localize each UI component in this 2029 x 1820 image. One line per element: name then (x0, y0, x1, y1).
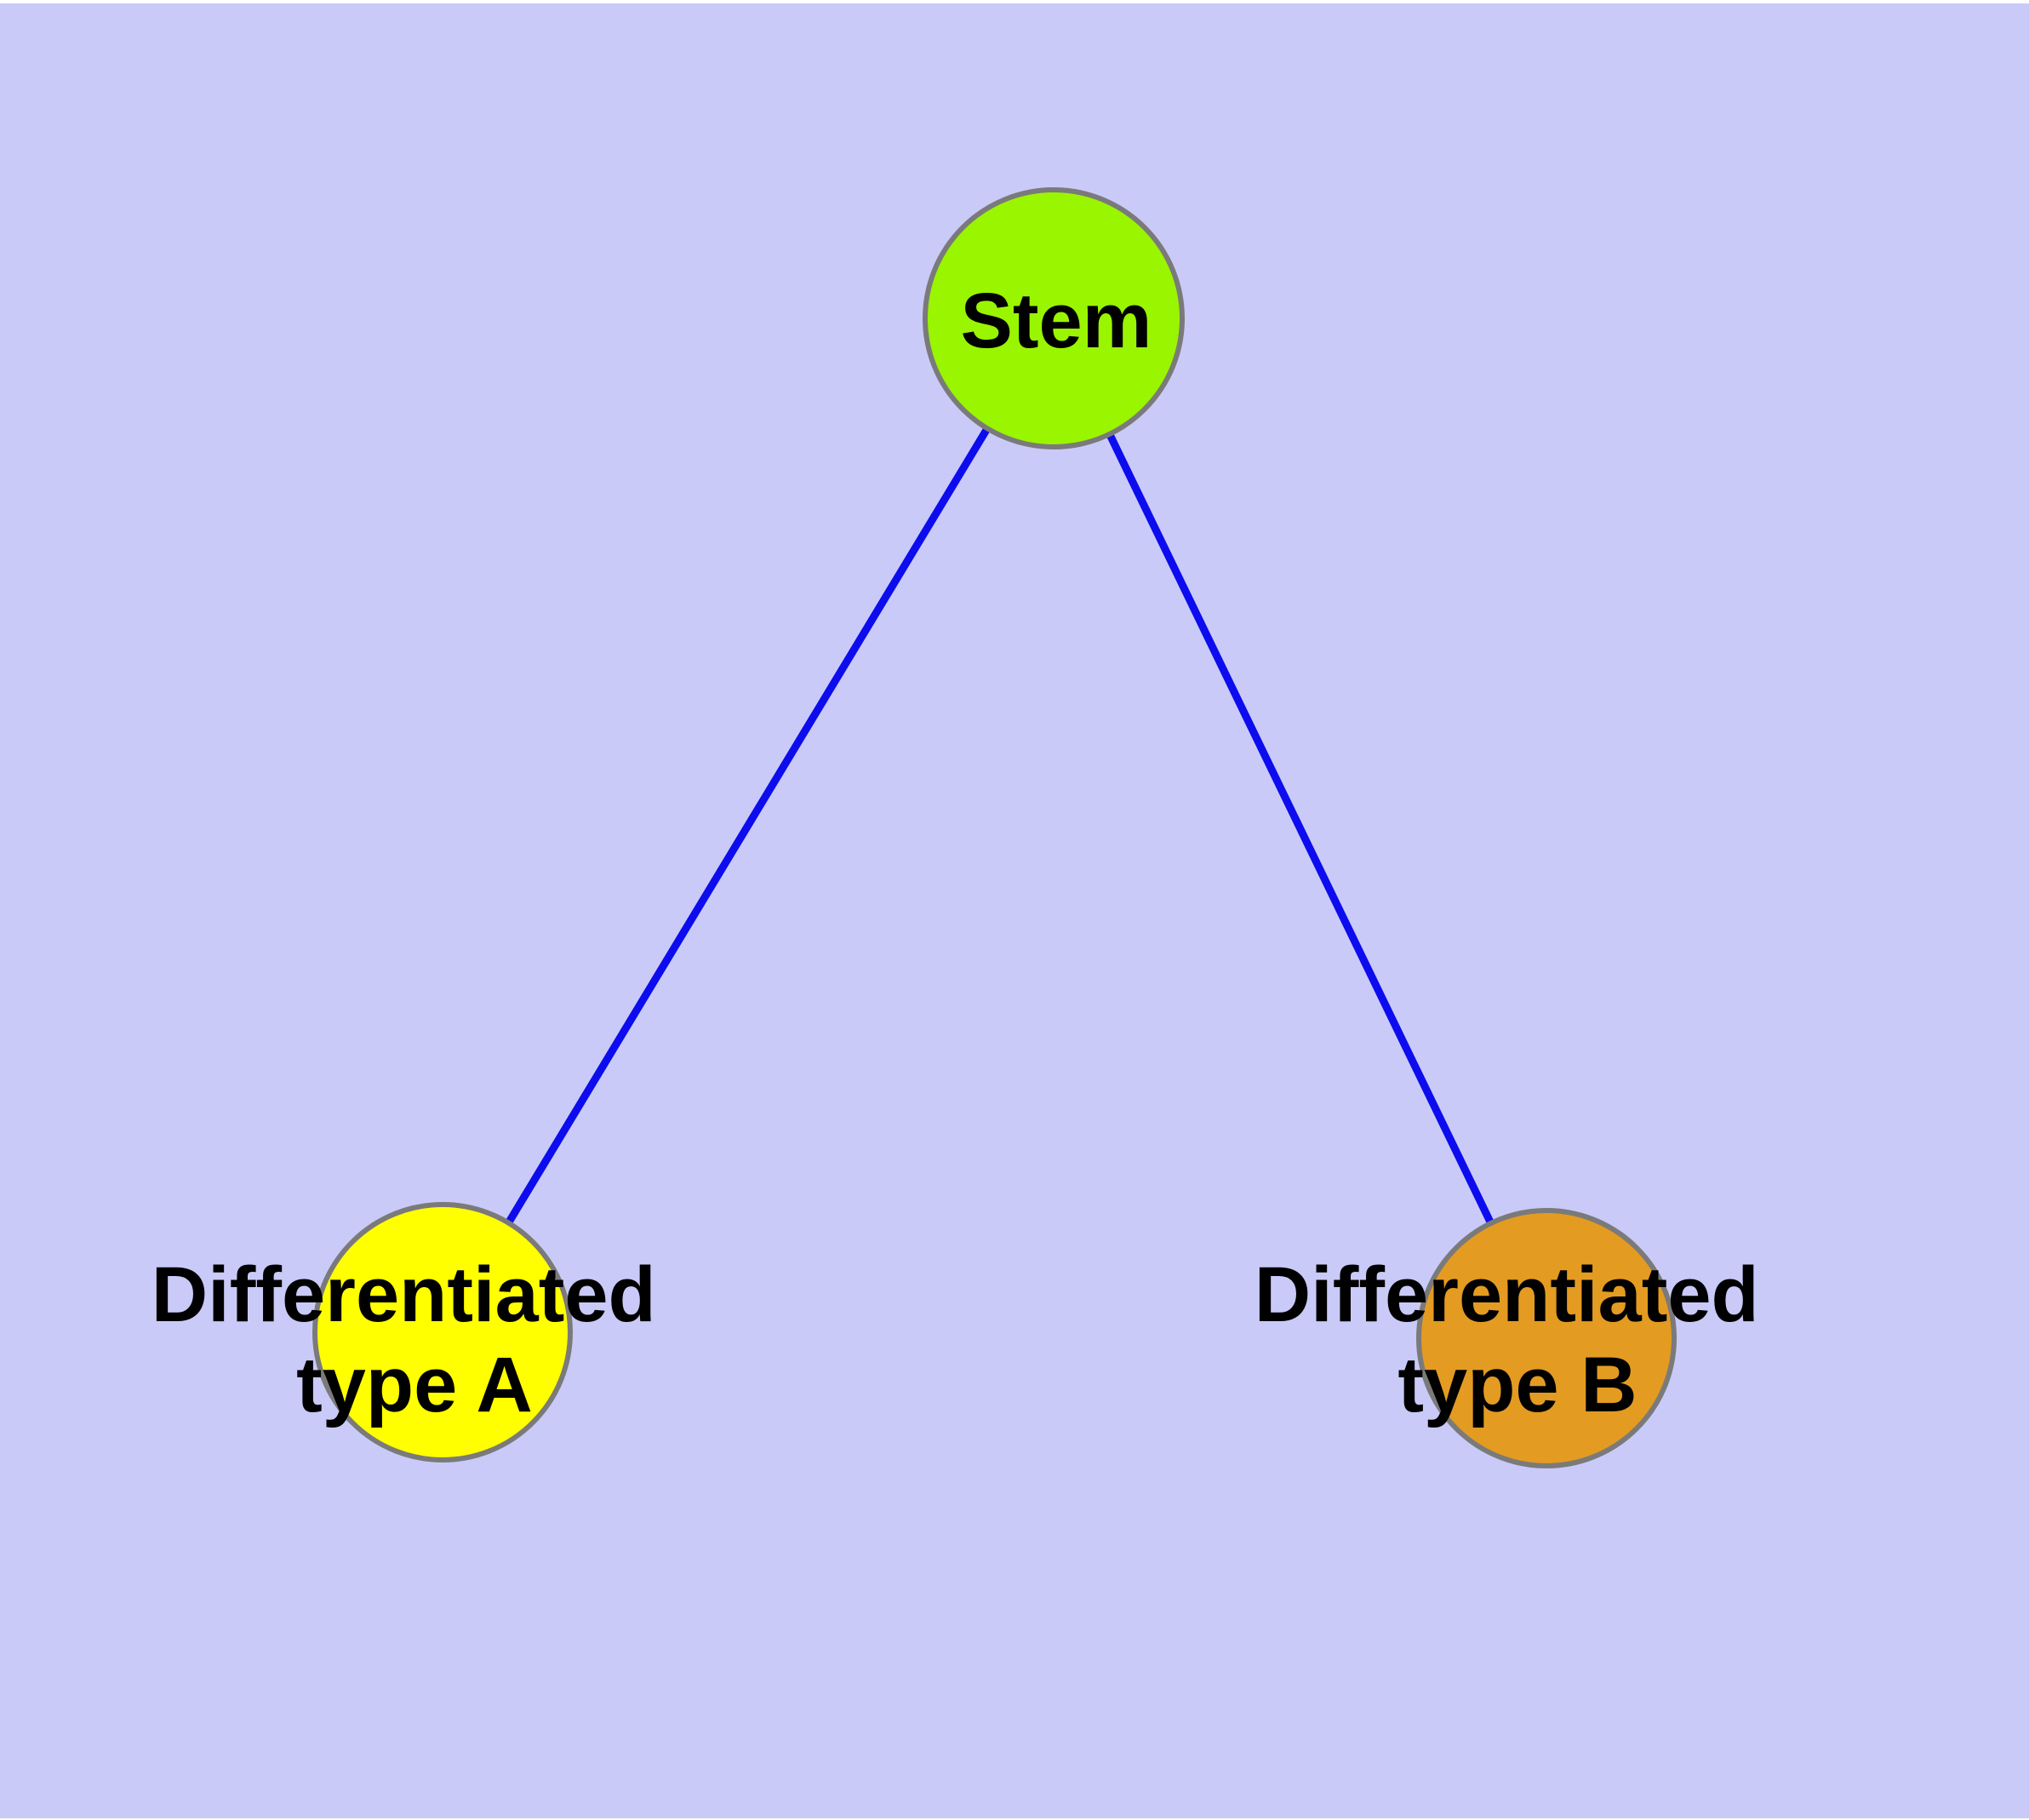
node-label-stem: Stem (961, 278, 1152, 364)
node-labels: Stem Differentiated type A Differentiate… (151, 278, 1781, 1428)
edge-stem-to-differentiated-type-b (1049, 317, 1551, 1340)
node-label-differentiated-type-a-line2: type A (296, 1342, 533, 1428)
node-label-differentiated-type-b: Differentiated type B (1255, 1251, 1781, 1428)
edge-stem-to-differentiated-type-a (439, 316, 1057, 1335)
node-label-differentiated-type-b-line2: type B (1397, 1342, 1637, 1428)
node-stem (923, 187, 1185, 449)
node-differentiated-type-b (1416, 1208, 1677, 1468)
node-label-differentiated-type-a: Differentiated type A (151, 1251, 678, 1428)
node-label-differentiated-type-b-line1: Differentiated (1255, 1251, 1759, 1338)
node-label-differentiated-type-a-line1: Differentiated (151, 1251, 656, 1338)
nodes (312, 187, 1677, 1468)
node-differentiated-type-a (312, 1202, 573, 1462)
edges (439, 316, 1551, 1340)
